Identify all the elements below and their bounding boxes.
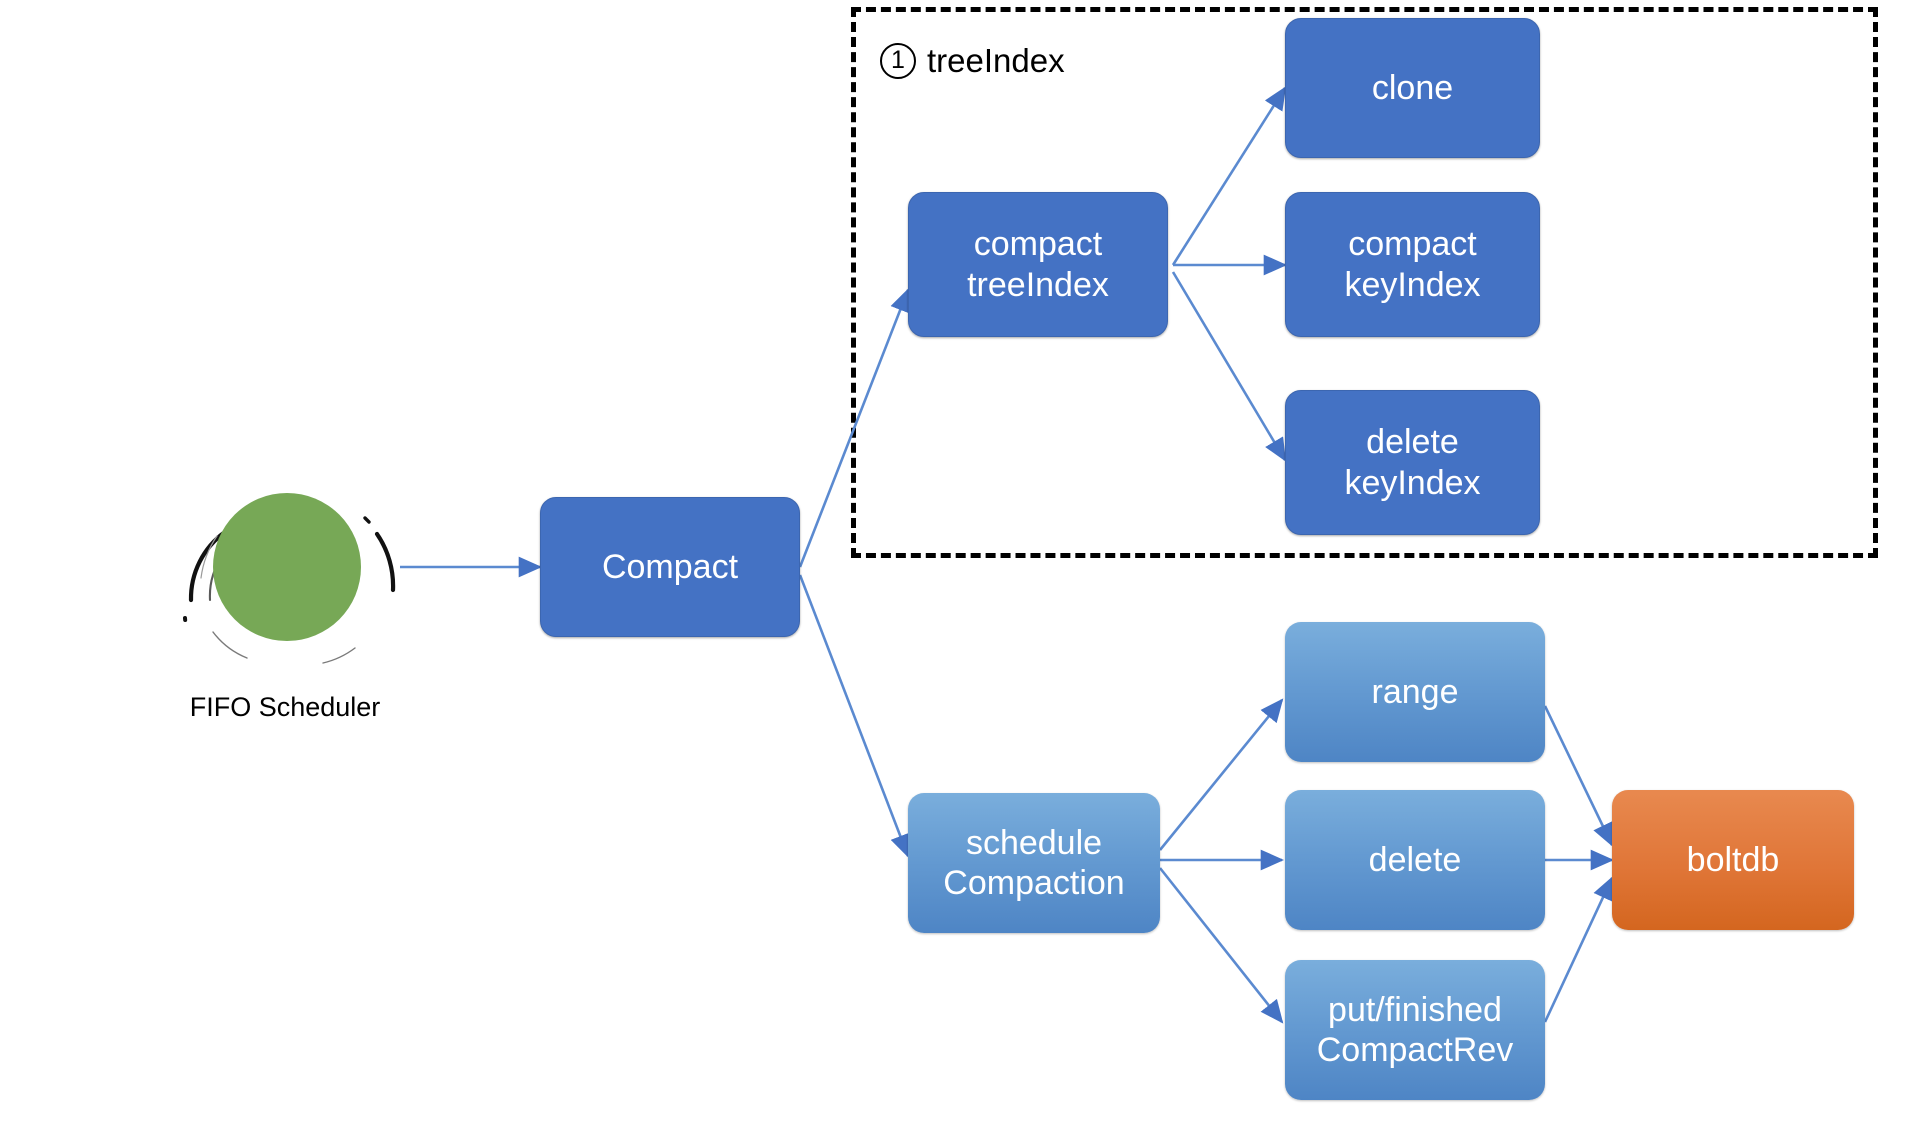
node-compact-keyindex[interactable]: compact keyIndex xyxy=(1285,192,1540,337)
node-put-finished-line2: CompactRev xyxy=(1316,1031,1514,1069)
edge-schedulecompaction-to-range xyxy=(1158,698,1284,851)
fifo-scheduler-circle xyxy=(213,493,361,641)
node-clone-label: clone xyxy=(1371,68,1454,107)
node-put-finished-compactrev[interactable]: put/finished CompactRev xyxy=(1285,960,1545,1100)
node-compact-keyindex-line1: compact xyxy=(1348,225,1477,264)
node-compact-treeindex-line2: treeIndex xyxy=(967,265,1109,304)
node-compact-label: Compact xyxy=(601,547,739,586)
group-label-text: treeIndex xyxy=(927,42,1065,79)
node-delete[interactable]: delete xyxy=(1285,790,1545,930)
node-range[interactable]: range xyxy=(1285,622,1545,762)
node-schedule-compaction[interactable]: schedule Compaction xyxy=(908,793,1160,933)
node-compact-keyindex-line2: keyIndex xyxy=(1344,265,1481,304)
node-delete-keyindex-line1: delete xyxy=(1366,423,1459,462)
treeindex-group-border xyxy=(851,7,1878,558)
fifo-scheduler-label: FIFO Scheduler xyxy=(189,692,381,722)
node-schedule-compaction-line1: schedule xyxy=(965,823,1103,862)
node-boltdb-label: boltdb xyxy=(1686,840,1780,879)
node-range-label: range xyxy=(1371,672,1459,711)
node-boltdb[interactable]: boltdb xyxy=(1612,790,1854,930)
node-delete-keyindex[interactable]: delete keyIndex xyxy=(1285,390,1540,535)
node-compact[interactable]: Compact xyxy=(540,497,800,637)
node-delete-label: delete xyxy=(1368,840,1462,879)
edge-schedulecompaction-to-putfinished xyxy=(1158,867,1284,1024)
node-clone[interactable]: clone xyxy=(1285,18,1540,158)
edge-range-to-boltdb xyxy=(1543,705,1614,847)
node-compact-treeindex[interactable]: compact treeIndex xyxy=(908,192,1168,337)
treeindex-group-label: 1 treeIndex xyxy=(880,42,1065,80)
node-put-finished-line1: put/finished xyxy=(1328,990,1502,1029)
node-delete-keyindex-line2: keyIndex xyxy=(1344,463,1481,502)
edge-compact-to-schedulecompaction xyxy=(798,574,911,858)
node-schedule-compaction-line2: Compaction xyxy=(943,864,1125,902)
edge-putfinished-to-boltdb xyxy=(1543,876,1614,1023)
group-number-badge: 1 xyxy=(880,43,916,79)
node-compact-treeindex-line1: compact xyxy=(973,225,1103,264)
